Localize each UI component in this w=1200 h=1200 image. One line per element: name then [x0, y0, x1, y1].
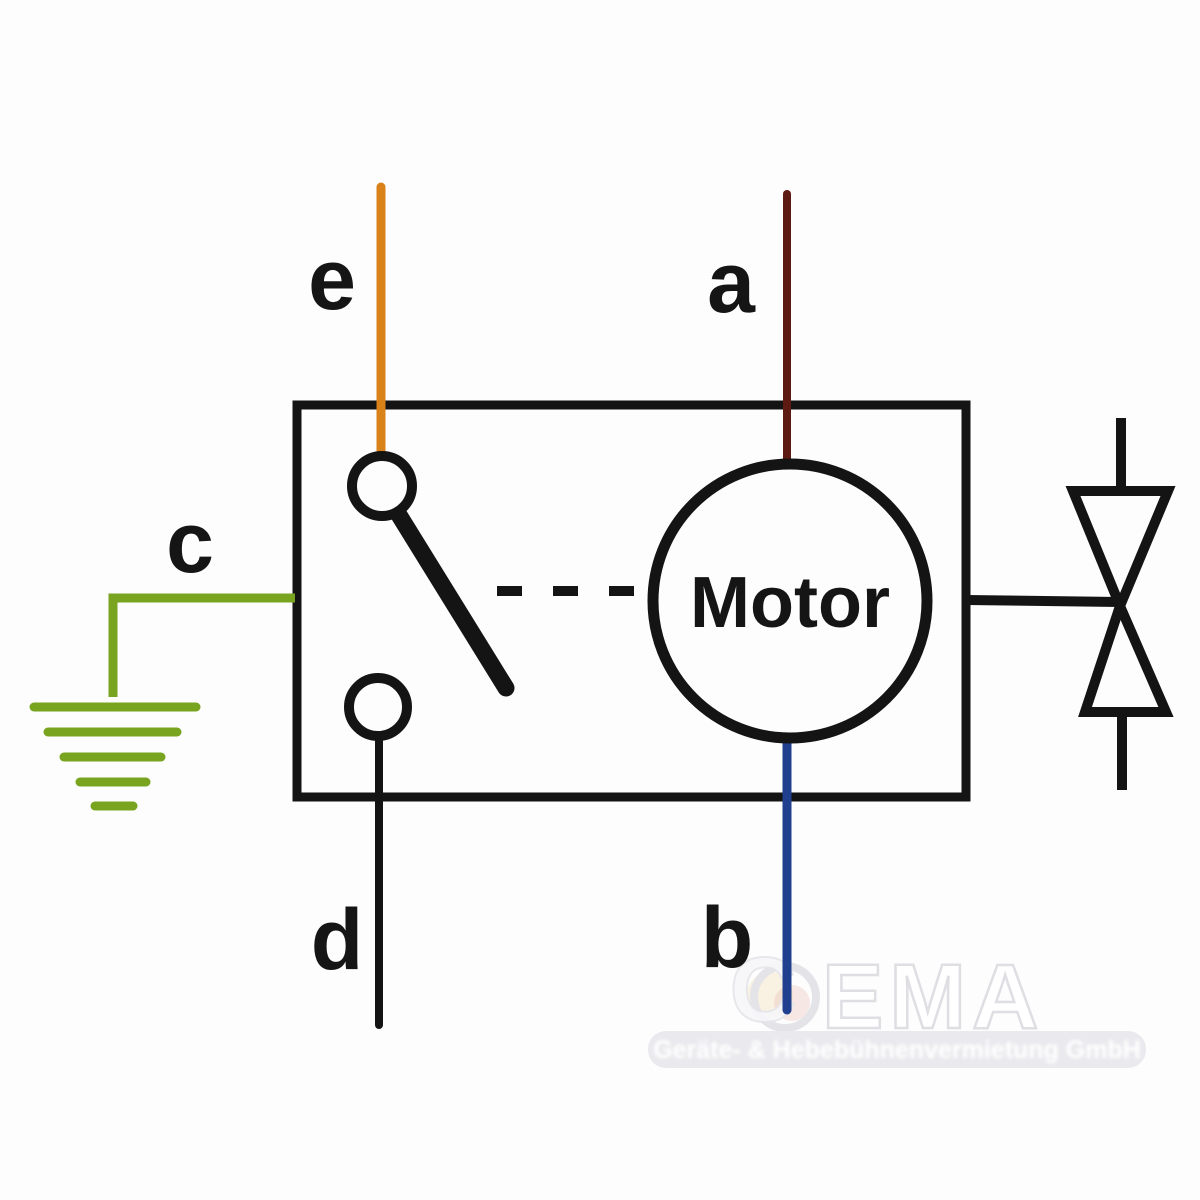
label-wire-c: c [166, 495, 214, 591]
watermark-banner [648, 1031, 1146, 1068]
switch-terminal-bottom [344, 673, 412, 741]
label-wire-a: a [707, 235, 756, 331]
wire-c [108, 593, 295, 697]
valve-triangle-top [1065, 486, 1176, 620]
motor-circle [647, 458, 933, 744]
valve-connector-line [965, 595, 1120, 607]
motor-label: Motor [690, 563, 890, 643]
label-wire-d: d [311, 892, 364, 988]
label-wire-b: b [701, 890, 754, 986]
valve-triangle-bottom [1078, 591, 1174, 717]
motor: Motor [647, 458, 933, 744]
valve-symbol [965, 418, 1176, 790]
switch-terminal-top [347, 451, 417, 521]
watermark-tagline: Geräte- & Hebebühnenvermietung GmbH [653, 1036, 1141, 1064]
label-wire-e: e [308, 232, 356, 328]
ground-symbol [29, 702, 201, 811]
watermark: C EMA Geräte- & Hebebühnenvermietung Gmb… [648, 938, 1146, 1068]
switch [344, 451, 515, 741]
switch-arm [390, 506, 515, 697]
